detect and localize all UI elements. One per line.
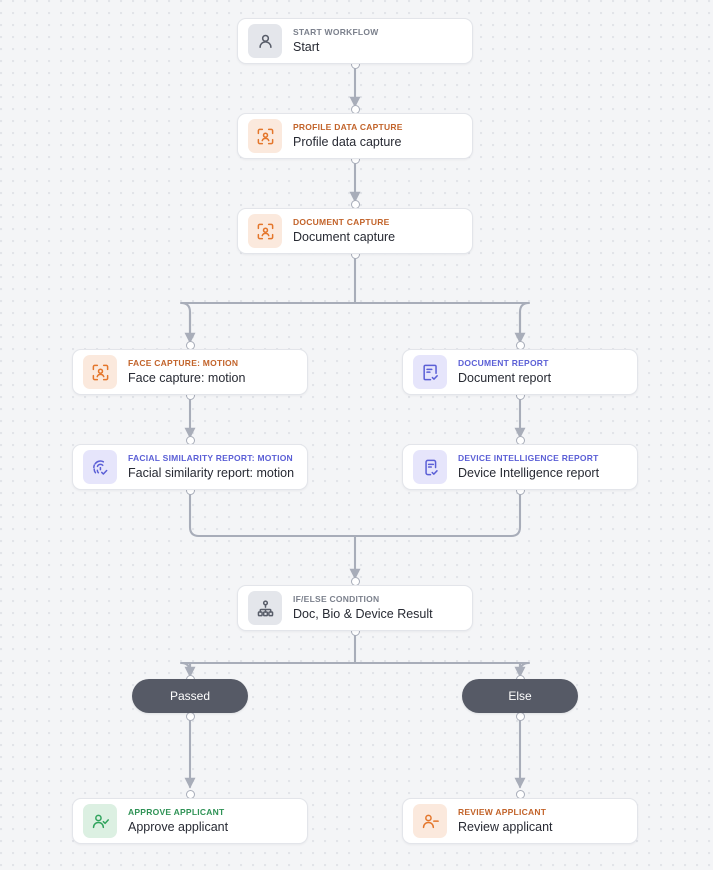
node-face-capture-motion-texts: FACE CAPTURE: MOTION Face capture: motio…	[128, 358, 245, 387]
node-facial-similarity-report-motion-texts: FACIAL SIMILARITY REPORT: MOTION Facial …	[128, 453, 294, 482]
node-profile-data-capture-kicker: PROFILE DATA CAPTURE	[293, 121, 403, 132]
node-review-applicant[interactable]: REVIEW APPLICANT Review applicant	[402, 798, 638, 844]
node-device-intelligence-report-title: Device Intelligence report	[458, 465, 600, 480]
node-profile-data-capture-texts: PROFILE DATA CAPTURE Profile data captur…	[293, 122, 403, 151]
node-review-applicant-title: Review applicant	[458, 819, 553, 834]
branch-pill-passed-label: Passed	[169, 689, 211, 703]
node-face-capture-motion[interactable]: FACE CAPTURE: MOTION Face capture: motio…	[72, 349, 308, 395]
branch-pill-else[interactable]: Else	[462, 679, 578, 713]
node-facial-similarity-report-motion[interactable]: FACIAL SIMILARITY REPORT: MOTION Facial …	[72, 444, 308, 490]
node-approve-applicant-title: Approve applicant	[128, 819, 229, 834]
node-doc-bio-device-result-title: Doc, Bio & Device Result	[293, 606, 433, 621]
node-start-title: Start	[293, 39, 320, 54]
node-review-applicant-kicker: REVIEW APPLICANT	[458, 806, 547, 817]
node-document-capture-title: Document capture	[293, 229, 396, 244]
node-document-report-title: Document report	[458, 370, 552, 385]
node-face-capture-motion-title: Face capture: motion	[128, 370, 246, 385]
node-document-capture-kicker: DOCUMENT CAPTURE	[293, 216, 390, 227]
person-minus-icon	[413, 804, 447, 838]
node-start-texts: START WORKFLOW Start	[293, 27, 379, 56]
node-approve-applicant-texts: APPROVE APPLICANT Approve applicant	[128, 807, 228, 836]
node-document-report[interactable]: DOCUMENT REPORT Document report	[402, 349, 638, 395]
node-doc-bio-device-result[interactable]: IF/ELSE CONDITION Doc, Bio & Device Resu…	[237, 585, 473, 631]
branch-hierarchy-icon	[248, 591, 282, 625]
person-scan-icon	[248, 214, 282, 248]
node-face-capture-motion-kicker: FACE CAPTURE: MOTION	[128, 357, 239, 368]
person-scan-icon	[83, 355, 117, 389]
fingerprint-check-icon	[83, 450, 117, 484]
node-doc-bio-device-result-texts: IF/ELSE CONDITION Doc, Bio & Device Resu…	[293, 594, 433, 623]
person-icon	[248, 24, 282, 58]
node-device-intelligence-report-texts: DEVICE INTELLIGENCE REPORT Device Intell…	[458, 453, 599, 482]
person-scan-icon	[248, 119, 282, 153]
node-profile-data-capture-title: Profile data capture	[293, 134, 402, 149]
node-start[interactable]: START WORKFLOW Start	[237, 18, 473, 64]
node-document-capture[interactable]: DOCUMENT CAPTURE Document capture	[237, 208, 473, 254]
node-review-applicant-texts: REVIEW APPLICANT Review applicant	[458, 807, 553, 836]
node-profile-data-capture[interactable]: PROFILE DATA CAPTURE Profile data captur…	[237, 113, 473, 159]
node-approve-applicant-kicker: APPROVE APPLICANT	[128, 806, 225, 817]
node-approve-applicant[interactable]: APPROVE APPLICANT Approve applicant	[72, 798, 308, 844]
node-document-report-kicker: DOCUMENT REPORT	[458, 357, 549, 368]
node-device-intelligence-report[interactable]: DEVICE INTELLIGENCE REPORT Device Intell…	[402, 444, 638, 490]
node-facial-similarity-report-motion-kicker: FACIAL SIMILARITY REPORT: MOTION	[128, 452, 293, 463]
node-document-report-texts: DOCUMENT REPORT Document report	[458, 358, 551, 387]
node-document-capture-texts: DOCUMENT CAPTURE Document capture	[293, 217, 395, 246]
branch-pill-passed[interactable]: Passed	[132, 679, 248, 713]
device-check-icon	[413, 450, 447, 484]
node-facial-similarity-report-motion-title: Facial similarity report: motion	[128, 465, 295, 480]
node-start-kicker: START WORKFLOW	[293, 26, 379, 37]
branch-pill-else-label: Else	[508, 689, 532, 703]
node-doc-bio-device-result-kicker: IF/ELSE CONDITION	[293, 593, 380, 604]
person-check-icon	[83, 804, 117, 838]
node-device-intelligence-report-kicker: DEVICE INTELLIGENCE REPORT	[458, 452, 599, 463]
document-check-icon	[413, 355, 447, 389]
